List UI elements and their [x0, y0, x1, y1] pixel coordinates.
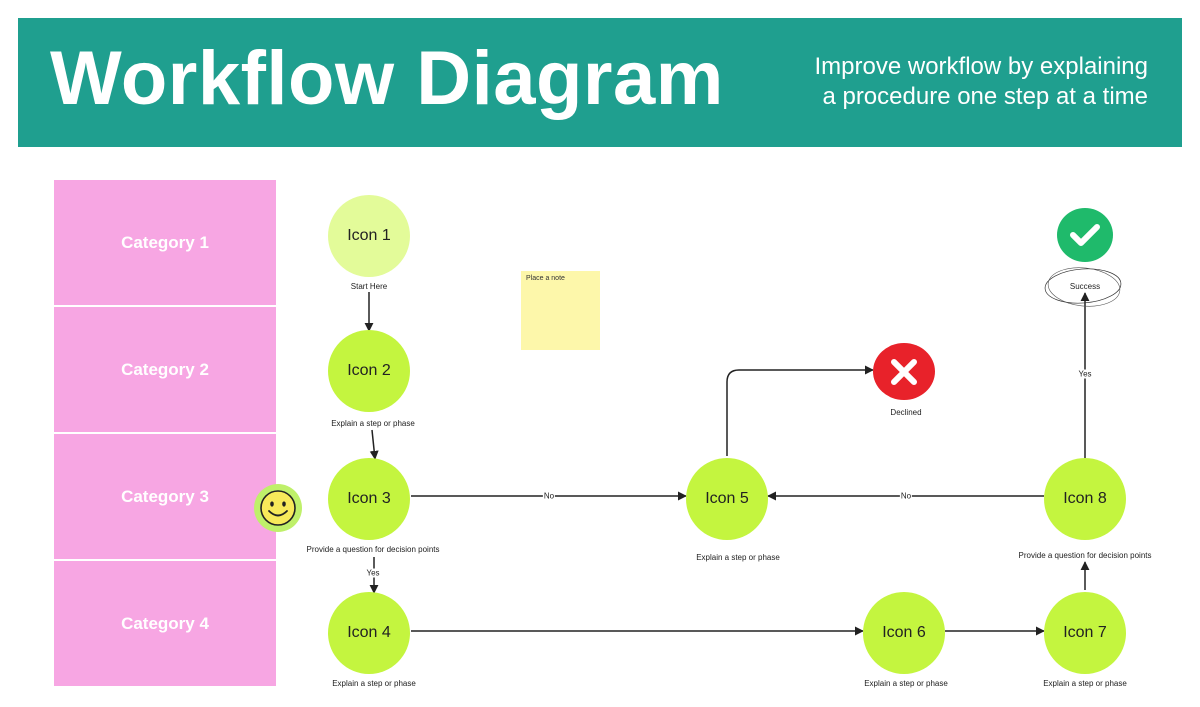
declined-label: Declined	[890, 408, 922, 417]
node-icon-1-caption: Start Here	[350, 282, 388, 291]
edge-label-icon8-to-icon5: No	[899, 491, 913, 501]
x-icon[interactable]	[873, 343, 935, 400]
category-2[interactable]: Category 2	[54, 307, 276, 432]
node-icon-3-caption: Provide a question for decision points	[306, 545, 440, 554]
success-scribble-ring-2	[1047, 267, 1121, 307]
edge-label-icon8-to-success: Yes	[1077, 369, 1093, 379]
node-icon-1[interactable]: Icon 1	[328, 195, 410, 277]
category-4[interactable]: Category 4	[54, 561, 276, 686]
node-icon-4-caption: Explain a step or phase	[332, 679, 416, 688]
node-icon-6-caption: Explain a step or phase	[864, 679, 948, 688]
edge-icon5-to-declined[interactable]	[726, 365, 874, 456]
node-icon-8[interactable]: Icon 8	[1044, 458, 1126, 540]
node-icon-2[interactable]: Icon 2	[328, 330, 410, 412]
node-icon-6[interactable]: Icon 6	[863, 592, 945, 674]
node-icon-2-caption: Explain a step or phase	[331, 419, 415, 428]
checkmark-icon-glyph	[1070, 224, 1100, 246]
node-icon-5[interactable]: Icon 5	[686, 458, 768, 540]
sticky-note[interactable]: Place a note	[521, 271, 600, 350]
sticky-note-text: Place a note	[526, 275, 565, 282]
page-title: Workflow Diagram	[50, 36, 724, 121]
page-subtitle: Improve workflow by explaining a procedu…	[788, 52, 1148, 112]
edge-label-icon3-to-icon5: No	[542, 491, 556, 501]
node-icon-7[interactable]: Icon 7	[1044, 592, 1126, 674]
category-3[interactable]: Category 3	[54, 434, 276, 559]
smiley-face-glyph	[260, 490, 296, 526]
node-icon-7-caption: Explain a step or phase	[1043, 679, 1127, 688]
node-icon-4[interactable]: Icon 4	[328, 592, 410, 674]
checkmark-icon[interactable]	[1057, 208, 1113, 262]
header-banner: Workflow Diagram Improve workflow by exp…	[18, 18, 1182, 147]
edge-icon2-to-icon3[interactable]	[369, 429, 379, 460]
edge-label-icon3-to-icon4: Yes	[365, 568, 381, 578]
subtitle-line-1: Improve workflow by explaining	[814, 53, 1148, 80]
node-icon-3[interactable]: Icon 3	[328, 458, 410, 540]
smiley-face-icon	[254, 484, 302, 532]
subtitle-line-2: a procedure one step at a time	[822, 83, 1148, 110]
x-icon-glyph	[891, 358, 917, 385]
success-label: Success	[1069, 282, 1101, 291]
node-icon-5-caption: Explain a step or phase	[696, 553, 780, 562]
success-scribble-ring	[1044, 268, 1122, 304]
node-icon-8-caption: Provide a question for decision points	[1018, 551, 1152, 560]
category-1[interactable]: Category 1	[54, 180, 276, 305]
